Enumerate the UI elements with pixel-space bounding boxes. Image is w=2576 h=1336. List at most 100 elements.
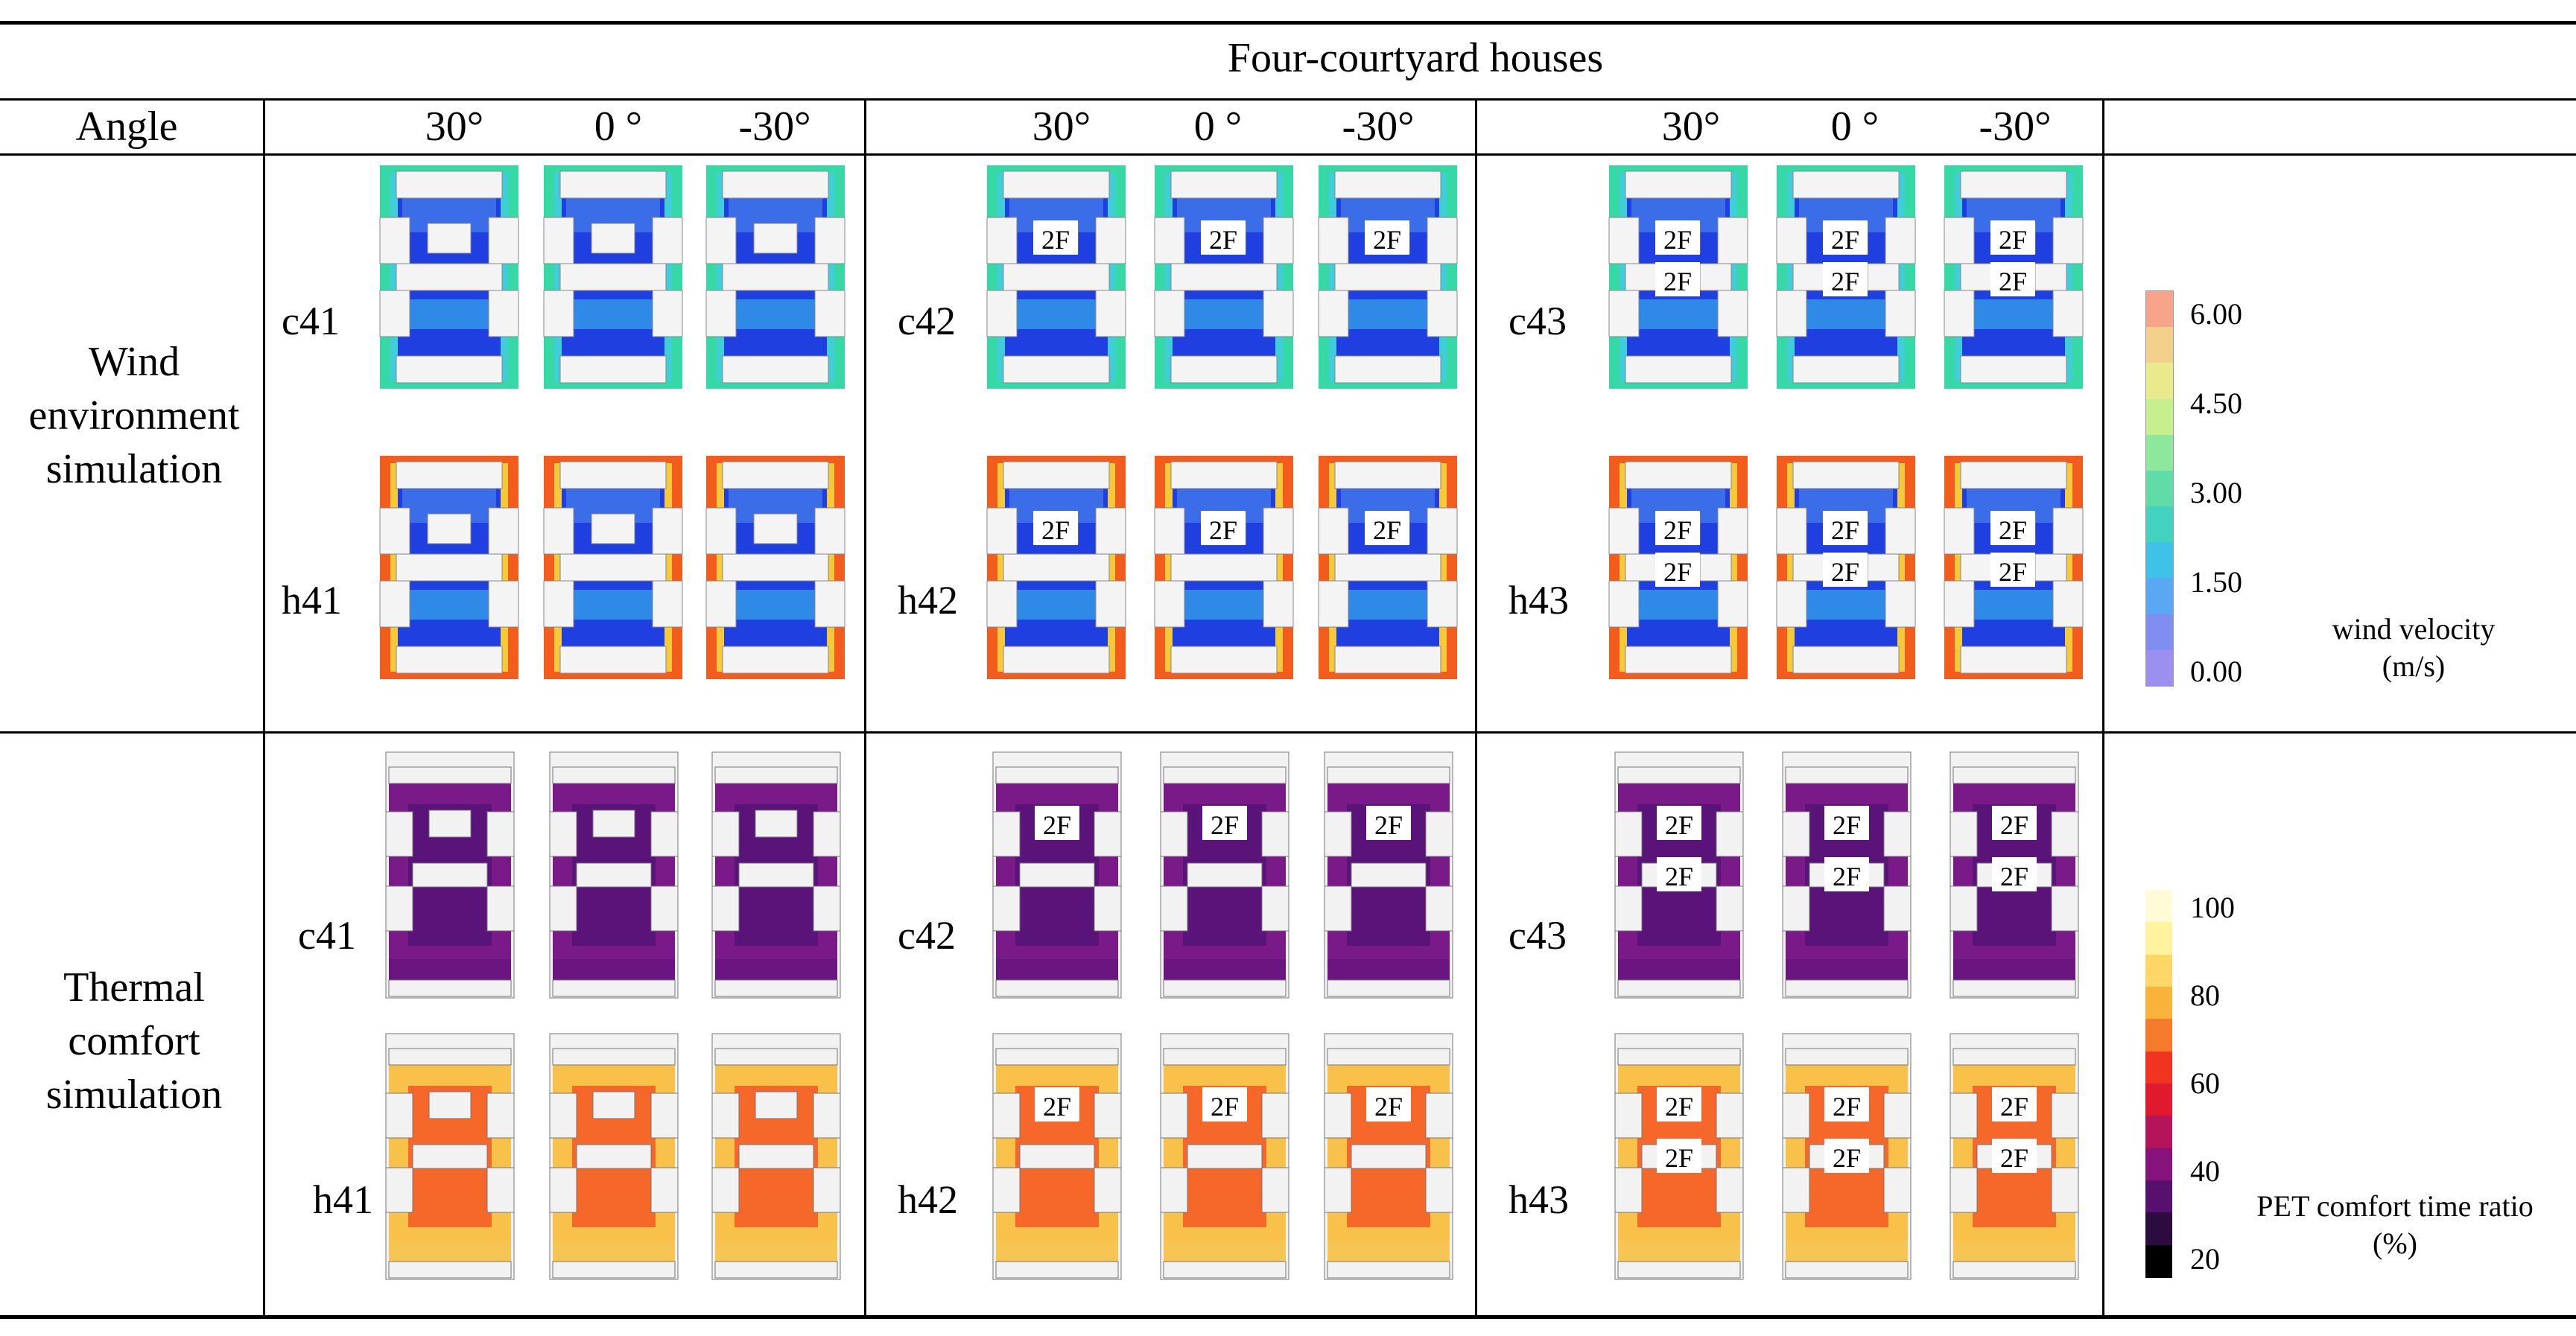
building-block [992, 811, 1021, 857]
building-block [1952, 979, 2076, 997]
building-block [1351, 1144, 1427, 1169]
building-block [1327, 979, 1450, 997]
angle-g1-30: 30° [425, 104, 484, 150]
angle-g3-m30: -30° [1979, 104, 2052, 150]
wind-map [705, 456, 846, 679]
building-block [992, 1092, 1021, 1139]
floor-label-box [1366, 1087, 1411, 1122]
building-block [755, 809, 798, 838]
case-label: c43 [1509, 299, 1567, 343]
building-block [986, 217, 1018, 264]
building-block [1160, 1092, 1188, 1139]
case-label: c41 [282, 299, 340, 343]
pet-colorbar-segment [2145, 1084, 2172, 1117]
building-block [543, 290, 574, 337]
header-rule [0, 98, 2576, 101]
building-block [814, 580, 846, 628]
floor-label-box [1990, 220, 2035, 255]
building-block [1427, 217, 1458, 264]
building-block [1318, 580, 1349, 628]
wind-field-patch [1009, 590, 1103, 620]
wind-field-patch [1967, 590, 2061, 620]
building-block [1614, 811, 1643, 857]
building-block [549, 811, 577, 857]
wind-map [379, 456, 519, 679]
building-block [1950, 1092, 1978, 1139]
building-block [379, 217, 410, 264]
wind-map: 2F [986, 165, 1126, 389]
building-block [753, 513, 798, 544]
building-block [722, 646, 829, 674]
floor-label-box [1824, 1087, 1869, 1122]
building-block [714, 1261, 838, 1279]
angle-g3-0: 0 ° [1830, 104, 1879, 150]
building-block [705, 290, 737, 337]
middle-rule [0, 731, 2576, 734]
building-block [486, 811, 515, 857]
pet-field-band [1327, 1241, 1450, 1262]
building-block [552, 766, 676, 784]
building-block [1785, 979, 1909, 997]
building-block [1095, 217, 1126, 264]
case-label: c42 [898, 913, 956, 958]
pet-field-band [996, 1241, 1118, 1262]
building-block [1785, 1048, 1909, 1066]
floor-label: 2F [1663, 267, 1692, 296]
case-label: h43 [1509, 578, 1569, 623]
wind-legend-title: wind velocity (m/s) [2332, 612, 2496, 683]
building-block [1614, 1092, 1643, 1139]
building-block [1944, 507, 1975, 555]
building-block [1170, 263, 1278, 291]
building-block [1717, 290, 1748, 337]
building-block [705, 580, 737, 628]
building-block [1003, 263, 1110, 291]
building-block [1094, 885, 1122, 932]
building-block [1170, 461, 1278, 489]
building-block [722, 553, 829, 582]
pet-colorbar-segment [2145, 1244, 2172, 1278]
building-block [1163, 979, 1287, 997]
building-block [1952, 1048, 2076, 1066]
building-block [2051, 811, 2079, 857]
pet-field-band [553, 959, 675, 980]
angle-g1-m30: -30° [738, 104, 811, 150]
building-block [714, 979, 838, 997]
wind-colorbar-segment [2146, 649, 2173, 687]
case-label: h41 [282, 578, 342, 623]
floor-label-box [1992, 1139, 2037, 1173]
building-block [1334, 553, 1441, 582]
building-block [1883, 811, 1912, 857]
pet-colorbar-segment [2145, 1180, 2172, 1214]
floor-label-box [1990, 262, 2035, 296]
building-block [379, 507, 410, 555]
building-block [559, 355, 667, 384]
building-block [427, 513, 472, 544]
pet-colorbar-segment [2145, 890, 2172, 923]
building-block [1327, 1261, 1450, 1279]
wind-tick: 6.00 [2190, 297, 2242, 331]
row-label-wind: Wind environment simulation [28, 339, 240, 492]
building-block [592, 1091, 635, 1119]
pet-tick: 20 [2190, 1242, 2220, 1276]
pet-colorbar-segment [2145, 1148, 2172, 1181]
building-block [1154, 507, 1185, 555]
pet-map [549, 751, 679, 999]
building-block [559, 171, 667, 199]
pet-field-band [1618, 959, 1740, 980]
building-block [1617, 1048, 1741, 1066]
building-block [1608, 290, 1640, 337]
floor-label-box [1655, 511, 1700, 545]
wind-legend: 6.00 4.50 3.00 1.50 0.00 wind velocity (… [2145, 290, 2563, 693]
floor-label-box [1365, 511, 1409, 545]
building-block [722, 355, 829, 384]
building-block [1960, 355, 2067, 384]
building-block [379, 580, 410, 628]
floor-label-box [1655, 553, 1700, 587]
wind-colorbar-segment [2146, 506, 2173, 544]
building-block [1944, 290, 1975, 337]
building-block [559, 646, 667, 674]
building-block [1617, 979, 1741, 997]
case-label: h43 [1509, 1177, 1569, 1222]
floor-label: 2F [1833, 862, 1861, 891]
